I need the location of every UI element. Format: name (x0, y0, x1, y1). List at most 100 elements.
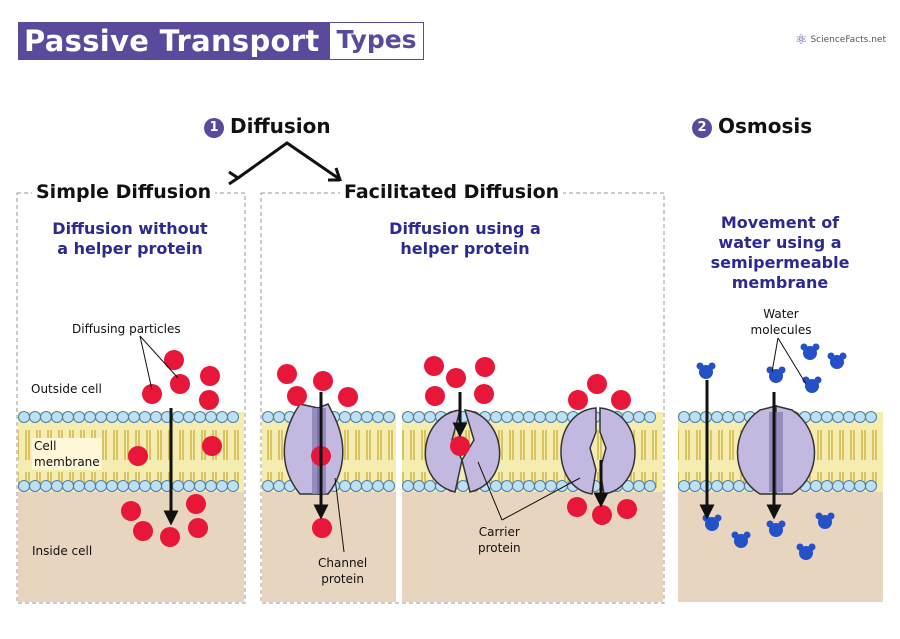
simple-description: Diffusion without a helper protein (30, 219, 230, 259)
phospholipid-head (139, 411, 151, 423)
carrier-protein-label-line: Carrier (478, 525, 520, 539)
hydrogen-atom (778, 520, 786, 528)
phospholipid-head (216, 411, 228, 423)
water-molecule (696, 362, 716, 379)
particle (186, 494, 206, 514)
cell-membrane-label: Cell membrane (32, 438, 102, 470)
phospholipid-head (205, 411, 217, 423)
oxygen-atom (699, 365, 713, 379)
phospholipid-head (128, 480, 140, 492)
cytoplasm-channel (262, 490, 396, 602)
particle (446, 368, 466, 388)
phospholipid-head (689, 480, 701, 492)
phospholipid-head (361, 480, 373, 492)
facilitated-description: Diffusion using a helper protein (362, 219, 568, 259)
inside-cell-label: Inside cell (32, 544, 93, 558)
phospholipid-head (545, 411, 557, 423)
hydrogen-atom (714, 514, 722, 522)
channel-protein (283, 403, 344, 495)
particle (567, 497, 587, 517)
channel-protein-label: Channel protein (318, 555, 367, 587)
facilitated-description-line: helper protein (400, 239, 530, 258)
oxygen-atom (799, 546, 813, 560)
phospholipid-head (372, 480, 384, 492)
particle (450, 436, 470, 456)
particle (142, 384, 162, 404)
phospholipid-head (339, 411, 351, 423)
page-title: Passive Transport (18, 22, 329, 60)
phospholipid-head (18, 411, 30, 423)
phospholipid-head (633, 411, 645, 423)
phospholipid-head (501, 411, 513, 423)
hydrogen-atom (814, 376, 822, 384)
osmosis-description-line: membrane (731, 273, 829, 292)
carrier-protein-open-inside (560, 407, 636, 495)
phospholipid-head (62, 480, 74, 492)
phospholipid-head (490, 411, 502, 423)
hydrogen-atom (696, 362, 704, 370)
phospholipid-head (106, 480, 118, 492)
particle (164, 350, 184, 370)
oxygen-atom (769, 523, 783, 537)
page-subtitle: Types (329, 22, 424, 60)
carrier-protein-label: Carrier protein (478, 524, 521, 556)
phospholipid-head (722, 480, 734, 492)
water-molecules-label-line: molecules (750, 323, 812, 337)
brand-logo: ⚛ ScienceFacts.net (795, 32, 886, 48)
phospholipid-head (821, 411, 833, 423)
phospholipid-head (183, 480, 195, 492)
phospholipid-head (733, 480, 745, 492)
hydrogen-atom (827, 512, 835, 520)
phospholipid-head (523, 480, 535, 492)
hydrogen-atom (731, 531, 739, 539)
phospholipid-head (18, 480, 30, 492)
osmosis-description-line: Movement of (720, 213, 840, 232)
hydrogen-atom (743, 531, 751, 539)
cell-membrane-label-line: Cell (34, 439, 57, 453)
phospholipid-head (854, 411, 866, 423)
hydrogen-atom (812, 343, 820, 351)
phospholipid-head (51, 411, 63, 423)
phospholipid-head (424, 411, 436, 423)
atom-icon: ⚛ (795, 32, 808, 48)
particle (128, 446, 148, 466)
phospholipid-head (62, 411, 74, 423)
phospholipid-head (523, 411, 535, 423)
phospholipid-head (678, 480, 690, 492)
particle (287, 386, 307, 406)
hydrogen-atom (808, 543, 816, 551)
particle (475, 357, 495, 377)
phospholipid-head (150, 480, 162, 492)
phospholipid-head (172, 411, 184, 423)
hydrogen-atom (702, 514, 710, 522)
phospholipid-head (678, 411, 690, 423)
phospholipid-head (865, 411, 877, 423)
phospholipid-head (216, 480, 228, 492)
phospholipid-head (843, 480, 855, 492)
water-molecule (815, 512, 835, 529)
water-molecule (766, 366, 786, 383)
particle (199, 390, 219, 410)
hydrogen-atom (815, 512, 823, 520)
phospholipid-head (361, 411, 373, 423)
number-badge: 2 (692, 118, 712, 138)
oxygen-atom (805, 379, 819, 393)
phospholipid-head (227, 411, 239, 423)
hydrogen-atom (800, 343, 808, 351)
particle (202, 436, 222, 456)
phospholipid-head (262, 411, 274, 423)
phospholipid-head (40, 411, 52, 423)
phospholipid-head (534, 411, 546, 423)
hydrogen-atom (796, 543, 804, 551)
outside-cell-label: Outside cell (31, 382, 102, 396)
particle (424, 356, 444, 376)
phospholipid-head (383, 411, 395, 423)
phospholipid-head (73, 411, 85, 423)
phospholipid-head (644, 411, 656, 423)
phospholipid-head (73, 480, 85, 492)
phospholipid-head (262, 480, 274, 492)
phospholipid-head (545, 480, 557, 492)
particle (568, 390, 588, 410)
oxygen-atom (803, 346, 817, 360)
